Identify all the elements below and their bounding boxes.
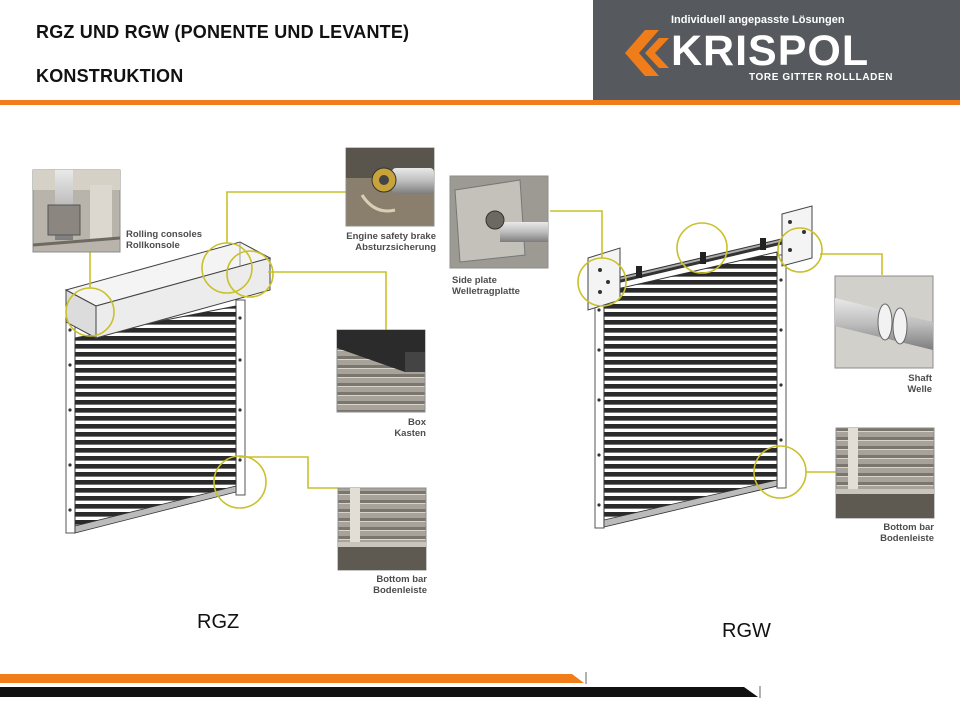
rgw-callout-lines xyxy=(550,210,883,473)
label-bottom-bar-rgw: Bottom bar Bodenleiste xyxy=(880,522,934,544)
caption-rgz: RGZ xyxy=(197,611,240,633)
label-engine-brake: Engine safety brake Absturzsicherung xyxy=(346,231,436,253)
photo-engine-brake xyxy=(345,147,435,227)
photo-shaft xyxy=(834,275,934,369)
caption-rgw: RGW xyxy=(722,620,771,642)
rgw-shutter xyxy=(587,205,813,529)
photo-box xyxy=(336,329,426,413)
rgz-callout-lines xyxy=(89,191,387,489)
logo-brand: KRISPOL xyxy=(671,27,870,75)
rgz-shutter xyxy=(64,241,272,534)
logo-subline: TORE GITTER ROLLLADEN xyxy=(749,72,894,83)
label-bottom-bar-rgz: Bottom bar Bodenleiste xyxy=(373,574,427,596)
header-divider xyxy=(0,100,960,105)
label-shaft: Shaft Welle xyxy=(907,373,932,395)
krispol-logo: Individuell angepasste Lösungen KRISPOL … xyxy=(593,0,960,100)
page-title: RGZ UND RGW (PONENTE UND LEVANTE) xyxy=(36,22,410,42)
photo-bottom-bar-rgz xyxy=(337,487,427,571)
label-box: Box Kasten xyxy=(394,417,426,439)
rgw-callout-circles xyxy=(577,222,823,499)
footer-bars xyxy=(0,672,761,698)
label-side-plate: Side plate Welletragplatte xyxy=(452,275,520,297)
photo-side-plate xyxy=(449,175,549,269)
logo-tagline: Individuell angepasste Lösungen xyxy=(671,14,845,26)
photo-bottom-bar-rgw xyxy=(835,427,935,519)
krispol-chevron-icon xyxy=(625,30,669,76)
page-subtitle: KONSTRUKTION xyxy=(36,66,184,86)
photo-rolling-console xyxy=(32,169,121,253)
label-rolling-consoles: Rolling consoles Rollkonsole xyxy=(126,229,203,251)
